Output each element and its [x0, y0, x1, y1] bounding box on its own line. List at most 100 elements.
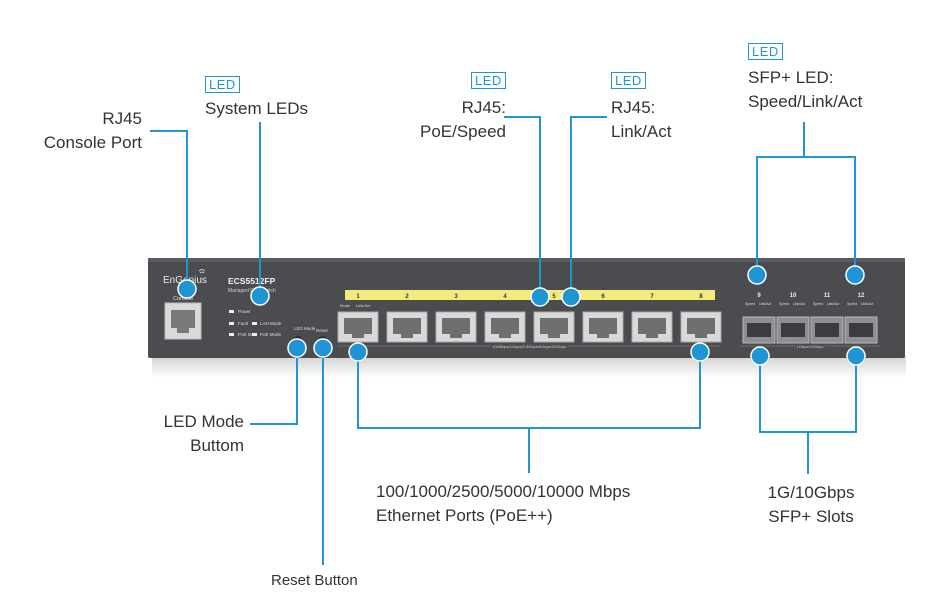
callout-system-leds-line1: System LEDs [205, 99, 308, 118]
model-name: ECS5512FP [228, 276, 276, 286]
rj45-port-jack-icon [442, 318, 470, 334]
console-port-jack-tab [177, 328, 189, 333]
rj45-port-jack-tab [597, 334, 609, 338]
callout-rj45-poe-speed-line1: RJ45: [461, 98, 506, 117]
sfp-speed-text: 1Gbps/10Gbps [797, 344, 824, 349]
dot-led-mode [287, 338, 307, 358]
dot-sfp-led-left [747, 265, 767, 285]
callout-console-port: RJ45 Console Port [44, 107, 142, 155]
led-tag-rj45-link: LED [611, 72, 646, 89]
leader-console-port [150, 130, 188, 289]
dot-rj45-poe-speed [530, 287, 550, 307]
callout-sfp-slots: 1G/10Gbps SFP+ Slots [763, 481, 859, 529]
rj45-port-jack-tab [695, 334, 707, 338]
fault-led-label: Fault [238, 321, 249, 326]
callout-led-mode: LED Mode Buttom [164, 410, 244, 458]
chassis-shadow [152, 356, 906, 378]
callout-rj45-link-act-line2: Link/Act [611, 122, 672, 141]
sfp-slot-cage-icon [781, 323, 805, 337]
sfp-sub-link-label: Link/Act [759, 302, 771, 306]
dot-rj45-link-act [561, 287, 581, 307]
dot-sfp-slots-left [750, 346, 770, 366]
sfp-sub-speed-label: Speed [813, 302, 823, 306]
sfp-slot-cage-icon [747, 323, 771, 337]
port-number-label: 4 [503, 294, 507, 300]
dot-sfp-slots-right [846, 346, 866, 366]
rj45-port-jack-tab [499, 334, 511, 338]
led-tag-system: LED [205, 76, 240, 93]
rj45-port-jack-tab [352, 334, 364, 338]
sfp-sub-speed-label: Speed [847, 302, 857, 306]
port-header-link: Link/Act [356, 303, 371, 308]
led-tag-sfp: LED [748, 43, 783, 60]
port-header-mode: Mode [340, 303, 351, 308]
port-number-label: 2 [405, 294, 409, 300]
sfp-number-label: 12 [858, 293, 865, 299]
sfp-sub-link-label: Link/Act [827, 302, 839, 306]
port-number-label: 8 [699, 294, 703, 300]
rj45-port-jack-tab [646, 334, 658, 338]
rj45-port-jack-tab [548, 334, 560, 338]
rj45-port-jack-tab [401, 334, 413, 338]
sfp-sub-link-label: Link/Act [861, 302, 873, 306]
power-led-label: Power [238, 309, 251, 314]
callout-sfp-slots-line2: SFP+ Slots [768, 507, 854, 526]
sfp-sub-speed-label: Speed [745, 302, 755, 306]
sfp-sub-link-label: Link/Act [793, 302, 805, 306]
port-number-label: 6 [601, 294, 605, 300]
sfp-number-label: 9 [757, 293, 761, 299]
led-mode-button-label: LED Mode [294, 326, 316, 331]
callout-system-leds: System LEDs [205, 97, 308, 121]
callout-reset-button: Reset Button [271, 569, 358, 593]
poe-mode-led-label: PoE Mode [260, 332, 282, 337]
poe-mode-led-icon [252, 333, 257, 336]
dot-ethernet-right [690, 342, 710, 362]
sfp-slot-cage-icon [849, 323, 873, 337]
callout-reset-button-line1: Reset Button [271, 572, 358, 589]
lan-mode-led-label: LAN Mode [260, 321, 282, 326]
rj45-port-group: 1 2 3 4 5 6 7 8 [337, 294, 722, 343]
poe-max-led-icon [229, 333, 234, 336]
dot-system-leds [250, 286, 270, 306]
console-port-jack-icon [171, 310, 195, 328]
sfp-number-label: 10 [790, 293, 797, 299]
port-number-label: 7 [650, 294, 654, 300]
leader-rj45-link-act [570, 116, 607, 296]
chassis-top-edge [148, 258, 905, 262]
rj45-port-jack-icon [393, 318, 421, 334]
poe-max-led-label: PoE Max [238, 332, 257, 337]
led-tag-rj45-poe: LED [471, 72, 506, 89]
dot-reset [313, 338, 333, 358]
port-number-label: 3 [454, 294, 458, 300]
callout-led-mode-line2: Buttom [190, 436, 244, 455]
sfp-slot-cage-icon [815, 323, 839, 337]
rj45-speed-text: 100Mbps/1Gbps/2.5Gbps/5Gbps/10Gbps [492, 344, 566, 349]
port-number-label: 1 [356, 294, 360, 300]
sfp-number-label: 11 [824, 293, 831, 299]
leader-rj45-poe-speed [504, 116, 541, 296]
rj45-port-jack-icon [491, 318, 519, 334]
callout-rj45-poe-speed: RJ45: PoE/Speed [420, 96, 506, 144]
lan-mode-led-icon [252, 322, 257, 325]
reset-button-label: Reset [316, 328, 329, 333]
rj45-port-jack-icon [344, 318, 372, 334]
sfp-sub-speed-label: Speed [779, 302, 789, 306]
leader-led-mode [250, 349, 298, 425]
callout-ethernet-ports-line2: Ethernet Ports (PoE++) [376, 506, 553, 525]
port-number-label: 5 [552, 294, 556, 300]
rj45-port-jack-tab [450, 334, 462, 338]
callout-sfp-led-line1: SFP+ LED: [748, 68, 834, 87]
callout-rj45-link-act-line1: RJ45: [611, 98, 656, 117]
callout-dots [177, 265, 866, 366]
rj45-port-jack-icon [540, 318, 568, 334]
callout-rj45-link-act: RJ45: Link/Act [611, 96, 671, 144]
callout-rj45-poe-speed-line2: PoE/Speed [419, 122, 506, 141]
dot-sfp-led-right [845, 265, 865, 285]
port-led-strip [345, 290, 715, 300]
callout-sfp-led: SFP+ LED: Speed/Link/Act [748, 66, 862, 114]
dot-ethernet-left [348, 342, 368, 362]
power-led-icon [229, 310, 234, 313]
callout-console-port-line2: Console Port [43, 133, 142, 152]
